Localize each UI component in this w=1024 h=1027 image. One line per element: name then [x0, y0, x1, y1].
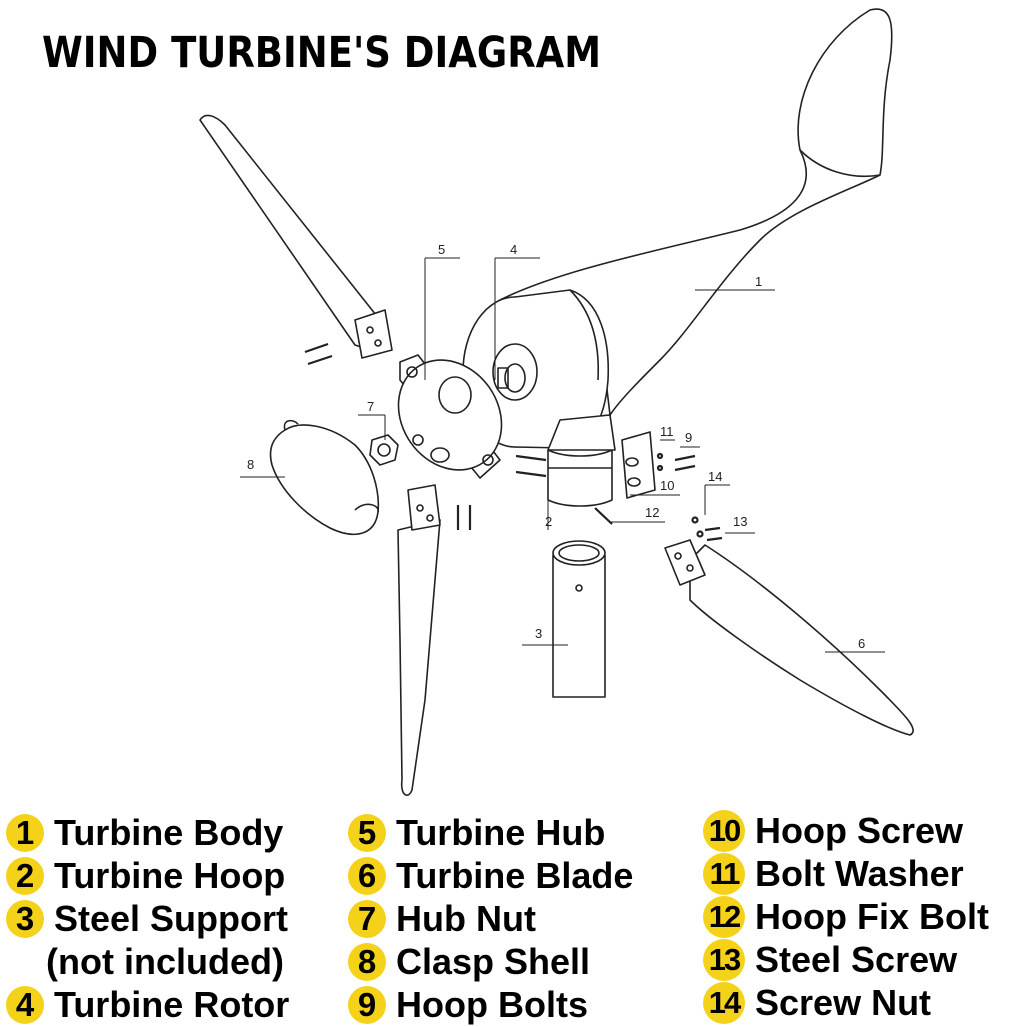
- legend-item-3: 3 Steel Support: [6, 898, 288, 940]
- legend-label: Steel Support: [54, 898, 289, 939]
- legend-label-note: (not included): [46, 941, 284, 982]
- callout-8: 8: [247, 457, 254, 472]
- legend-label: Turbine Blade: [396, 855, 634, 896]
- legend-item-2: 2 Turbine Hoop: [6, 855, 285, 897]
- diagram-title: WIND TURBINE'S DIAGRAM: [42, 28, 602, 78]
- steel-support-part: [552, 540, 606, 698]
- legend-label: Hoop Screw: [755, 810, 964, 851]
- callout-11: 11: [660, 424, 674, 439]
- callout-3: 3: [535, 626, 542, 641]
- callout-14: 14: [708, 469, 722, 484]
- legend-item-11: 11 Bolt Washer: [703, 853, 964, 895]
- blade-upper-left: [199, 114, 393, 359]
- badge-4: 4: [6, 986, 44, 1024]
- legend-item-1: 1 Turbine Body: [6, 812, 283, 854]
- turbine-hoop-part: [547, 414, 616, 507]
- legend-item-13: 13 Steel Screw: [703, 939, 957, 981]
- legend-item-10: 10 Hoop Screw: [703, 810, 963, 852]
- badge-3: 3: [6, 900, 44, 938]
- legend-item-14: 14 Screw Nut: [703, 982, 931, 1024]
- legend-item-9: 9 Hoop Bolts: [348, 984, 588, 1026]
- legend-label: Hoop Bolts: [396, 984, 588, 1025]
- callout-2: 2: [545, 514, 552, 529]
- legend-label: Screw Nut: [755, 982, 932, 1023]
- badge-14: 14: [703, 982, 745, 1024]
- badge-13: 13: [703, 939, 745, 981]
- callout-5: 5: [438, 242, 445, 257]
- legend-item-4: 4 Turbine Rotor: [6, 984, 289, 1026]
- badge-9: 9: [348, 986, 386, 1024]
- callout-13: 13: [733, 514, 747, 529]
- badge-10: 10: [703, 810, 745, 852]
- callout-6: 6: [858, 636, 865, 651]
- badge-6: 6: [348, 857, 386, 895]
- badge-11: 11: [703, 853, 745, 895]
- legend-label: Steel Screw: [755, 939, 958, 980]
- callout-7: 7: [367, 399, 374, 414]
- badge-2: 2: [6, 857, 44, 895]
- legend-label: Clasp Shell: [396, 941, 591, 982]
- turbine-rotor-part: [462, 289, 610, 449]
- callout-1: 1: [755, 274, 762, 289]
- badge-5: 5: [348, 814, 386, 852]
- badge-7: 7: [348, 900, 386, 938]
- callout-12: 12: [645, 505, 659, 520]
- legend-item-6: 6 Turbine Blade: [348, 855, 633, 897]
- blade-right: [664, 539, 914, 736]
- legend-item-7: 7 Hub Nut: [348, 898, 536, 940]
- callout-4: 4: [510, 242, 517, 257]
- legend-label: Turbine Hub: [396, 812, 606, 853]
- blade-bottom: [397, 484, 441, 796]
- legend-label: Hub Nut: [396, 898, 536, 939]
- bolts-cluster: [304, 342, 723, 542]
- legend-label: Hoop Fix Bolt: [755, 896, 989, 937]
- wind-turbine-diagram: 1 2 3 4 5 6 7 8 9 10 11 12 13 14: [199, 8, 914, 796]
- leader-lines: [240, 257, 885, 653]
- badge-1: 1: [6, 814, 44, 852]
- legend-label: Turbine Body: [54, 812, 284, 853]
- legend-item-3-note: (not included): [46, 941, 284, 983]
- legend-label: Bolt Washer: [755, 853, 964, 894]
- legend-label: Turbine Hoop: [54, 855, 286, 896]
- callout-10: 10: [660, 478, 674, 493]
- badge-12: 12: [703, 896, 745, 938]
- legend-item-8: 8 Clasp Shell: [348, 941, 590, 983]
- turbine-hub-part: [397, 354, 503, 479]
- hub-nut-part: [369, 434, 399, 466]
- badge-8: 8: [348, 943, 386, 981]
- legend-item-5: 5 Turbine Hub: [348, 812, 605, 854]
- clasp-shell-part: [269, 419, 380, 536]
- legend-label: Turbine Rotor: [54, 984, 290, 1025]
- callout-9: 9: [685, 430, 692, 445]
- hoop-screw-part: [621, 431, 656, 499]
- legend-item-12: 12 Hoop Fix Bolt: [703, 896, 989, 938]
